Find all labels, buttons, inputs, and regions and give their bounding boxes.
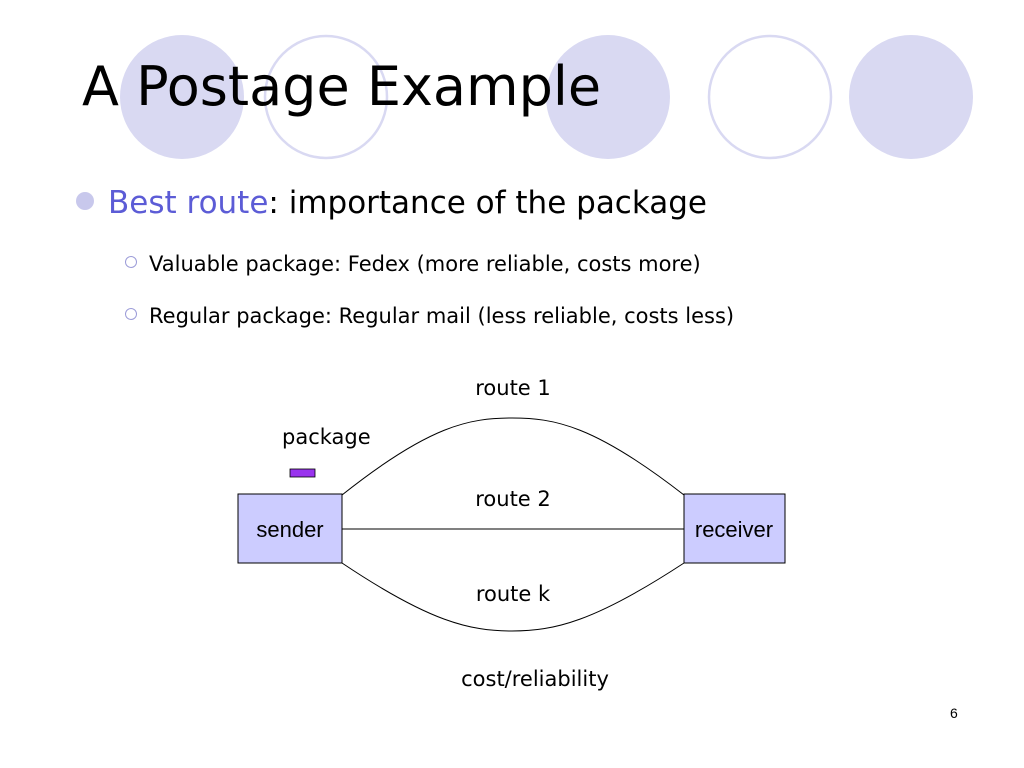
- main-bullet-highlight: Best route: [108, 185, 269, 221]
- bullet-ring-icon: [125, 308, 137, 320]
- route-k-label: route k: [476, 582, 551, 606]
- bullet-dot-icon: [76, 191, 94, 210]
- decor-circle-filled: [546, 35, 670, 159]
- route-1-curve: [341, 417, 685, 496]
- sub-bullet-text: Valuable package: Fedex (more reliable, …: [149, 252, 701, 276]
- package-icon: [289, 468, 316, 478]
- sender-label: sender: [256, 517, 323, 542]
- page-number: 6: [950, 705, 958, 721]
- package-label: package: [282, 425, 371, 449]
- route-2-label: route 2: [475, 487, 551, 511]
- decor-circle-filled: [849, 35, 973, 159]
- main-bullet: Best route: importance of the package: [76, 182, 707, 224]
- route-k-curve: [341, 562, 685, 632]
- sub-bullet-text: Regular package: Regular mail (less reli…: [149, 304, 735, 328]
- sub-bullet-valuable: Valuable package: Fedex (more reliable, …: [125, 249, 701, 279]
- sub-bullet-regular: Regular package: Regular mail (less reli…: [125, 301, 734, 331]
- slide-title: A Postage Example: [82, 55, 602, 118]
- decor-circle-filled: [120, 35, 244, 159]
- receiver-label: receiver: [695, 517, 773, 542]
- decor-circle-ring: [263, 34, 389, 160]
- receiver-box: [683, 493, 786, 564]
- route-1-label: route 1: [475, 376, 551, 400]
- bullet-ring-icon: [125, 256, 137, 268]
- sender-box: [237, 493, 343, 564]
- diagram-caption: cost/reliability: [461, 667, 609, 691]
- header-decoration: [120, 34, 973, 160]
- decor-circle-ring: [707, 34, 833, 160]
- main-bullet-text: : importance of the package: [268, 185, 708, 221]
